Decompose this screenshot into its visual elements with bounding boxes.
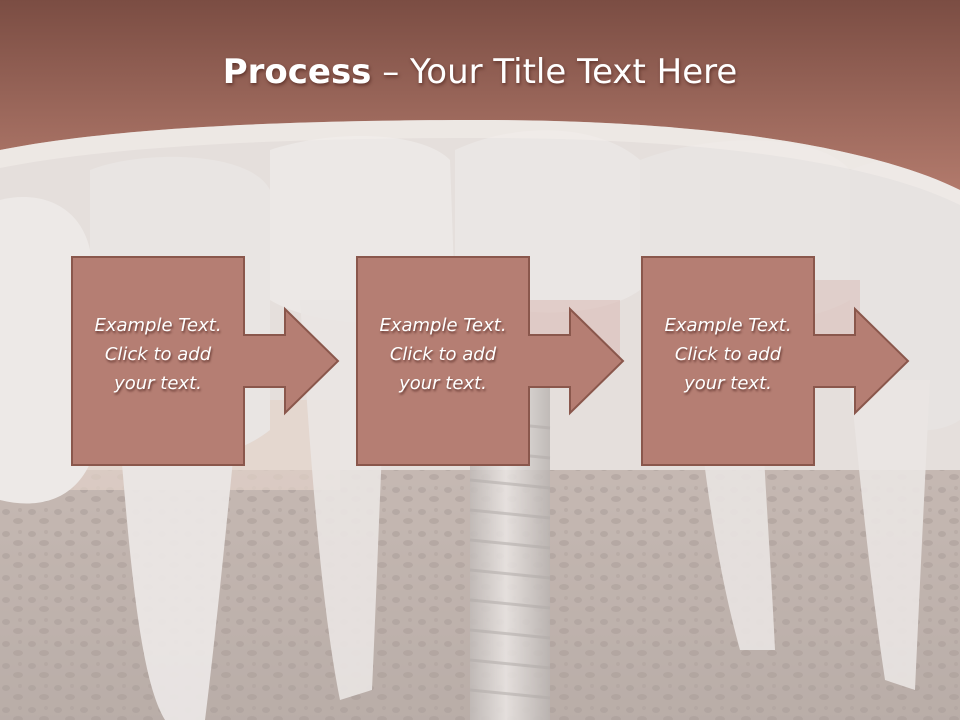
process-step-2[interactable]: Example Text. Click to add your text. <box>356 256 627 467</box>
step-line: your text. <box>114 373 202 394</box>
step-arrow-shape <box>641 256 910 466</box>
step-line: Click to add <box>674 344 782 365</box>
title-rest: – Your Title Text Here <box>371 52 738 92</box>
step-text: Example Text. Click to add your text. <box>78 311 238 398</box>
step-line: Click to add <box>389 344 497 365</box>
slide-title[interactable]: Process – Your Title Text Here <box>0 52 960 92</box>
step-line: Example Text. <box>94 315 222 336</box>
step-line: Example Text. <box>379 315 507 336</box>
step-line: Click to add <box>104 344 212 365</box>
step-arrow-shape <box>71 256 340 466</box>
step-arrow-shape <box>356 256 625 466</box>
step-line: Example Text. <box>664 315 792 336</box>
process-step-1[interactable]: Example Text. Click to add your text. <box>71 256 342 467</box>
step-line: your text. <box>684 373 772 394</box>
step-line: your text. <box>399 373 487 394</box>
title-bold: Process <box>222 52 372 92</box>
step-text: Example Text. Click to add your text. <box>648 311 808 398</box>
step-text: Example Text. Click to add your text. <box>363 311 523 398</box>
process-step-3[interactable]: Example Text. Click to add your text. <box>641 256 912 467</box>
